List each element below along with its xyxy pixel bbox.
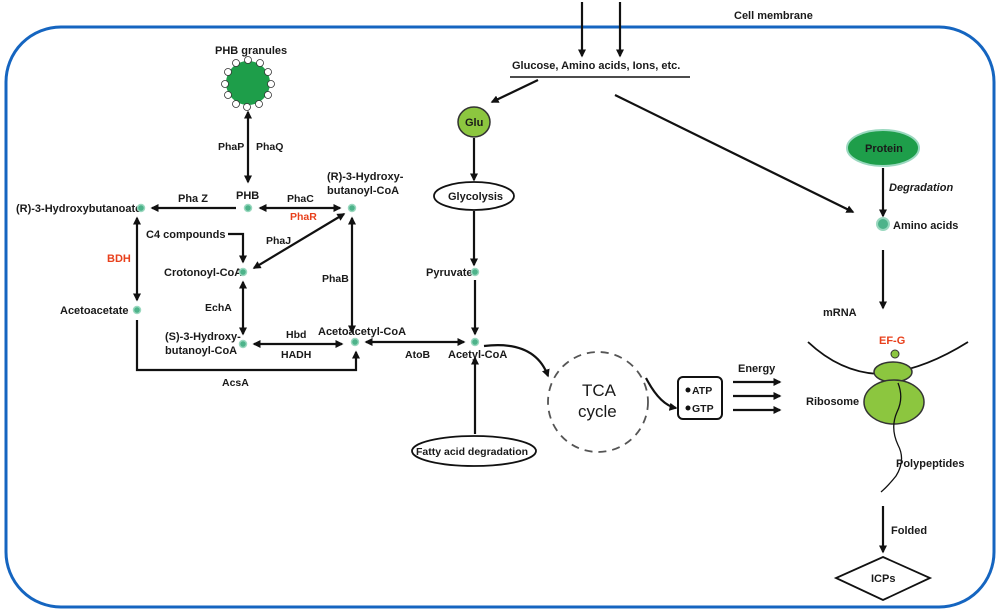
acsa-label: AcsA [222,377,249,389]
echa-label: EchA [205,302,232,314]
acetoacetylcoa-label: Acetoacetyl-CoA [318,326,406,338]
cell-membrane-outline [4,25,996,609]
acsa-arrow [135,320,360,372]
glycolysis-node [433,181,515,211]
icps-label: ICPs [871,573,895,585]
phaq-label: PhaQ [256,141,283,153]
gtp-label: GTP [692,403,714,415]
r3hb-label: (R)-3-Hydroxybutanoate [16,203,141,215]
phac-label: PhaC [287,193,314,205]
r3hbcoa-dot [347,203,357,213]
c4-compounds-label: C4 compounds [146,229,225,241]
icps-node [833,556,933,601]
phb-granule-icon [221,56,275,111]
s3hb-label-line1: (S)-3-Hydroxy- [165,331,241,343]
crotonoyl-dot [238,267,248,277]
acetoacetylcoa-dot [350,337,360,347]
protein-node [846,129,920,167]
phb-granules-label: PHB granules [215,45,287,57]
phar-label: PhaR [290,211,317,223]
ribosome-small-subunit [873,361,913,383]
polypeptide-chain [880,382,903,493]
phaz-label: Pha Z [178,193,208,205]
acetylcoa-label: Acetyl-CoA [448,349,507,361]
protein-label: Protein [865,143,903,155]
phaj-label: PhaJ [266,235,291,247]
ribosome-large-subunit [863,379,925,425]
tca-label-line1: TCA [582,381,617,400]
r3hb-dot [136,203,146,213]
pyruvate-label: Pyruvate [426,267,472,279]
efg-label: EF-G [879,335,905,347]
glu-node [457,106,491,138]
efg-dot [890,349,900,359]
acetoacetate-dot [132,305,142,315]
inputs-to-glu-arrow [490,79,539,103]
atp-bullet-icon [685,387,691,393]
ribosome-label: Ribosome [806,396,859,408]
acetoacetate-label: Acetoacetate [60,305,128,317]
cell-membrane-label: Cell membrane [734,10,813,22]
r3hbcoa-label-line1: (R)-3-Hydroxy- [327,171,404,183]
energy-label: Energy [738,363,776,375]
s3hb-label-line2: butanoyl-CoA [165,345,237,357]
acetylcoa-to-tca-arrow [483,344,550,378]
inputs-label: Glucose, Amino acids, Ions, etc. [512,60,680,72]
tca-cycle-node [547,351,649,453]
glu-label: Glu [465,117,483,129]
tca-to-atp-arrow [645,377,678,411]
r3hbcoa-label-line2: butanoyl-CoA [327,185,399,197]
phb-dot [243,203,253,213]
glycolysis-label: Glycolysis [448,191,503,203]
amino-acids-dot [876,217,890,231]
s3hb-dot [238,339,248,349]
c4-arrow [228,232,247,264]
mrna-label: mRNA [823,307,857,319]
hbd-label: Hbd [286,329,306,341]
gtp-bullet-icon [685,405,691,411]
hadh-label: HADH [281,349,311,361]
fatty-acid-label: Fatty acid degradation [416,446,528,458]
crotonoyl-label: Crotonoyl-CoA [164,267,242,279]
pyruvate-dot [470,267,480,277]
acetylcoa-dot [470,337,480,347]
phap-label: PhaP [218,141,244,153]
amino-acids-label: Amino acids [893,220,958,232]
inputs-to-amino-acids-arrow [614,94,855,213]
fatty-acid-node [411,435,537,467]
bdh-label: BDH [107,253,131,265]
phab-label: PhaB [322,273,349,285]
folded-label: Folded [891,525,927,537]
polypeptides-label: Polypeptides [896,458,964,470]
atob-label: AtoB [405,349,430,361]
atp-label: ATP [692,385,712,397]
phb-label: PHB [236,190,259,202]
tca-label-line2: cycle [578,402,617,421]
degradation-label: Degradation [889,182,953,194]
phaj-arrow [252,213,346,269]
